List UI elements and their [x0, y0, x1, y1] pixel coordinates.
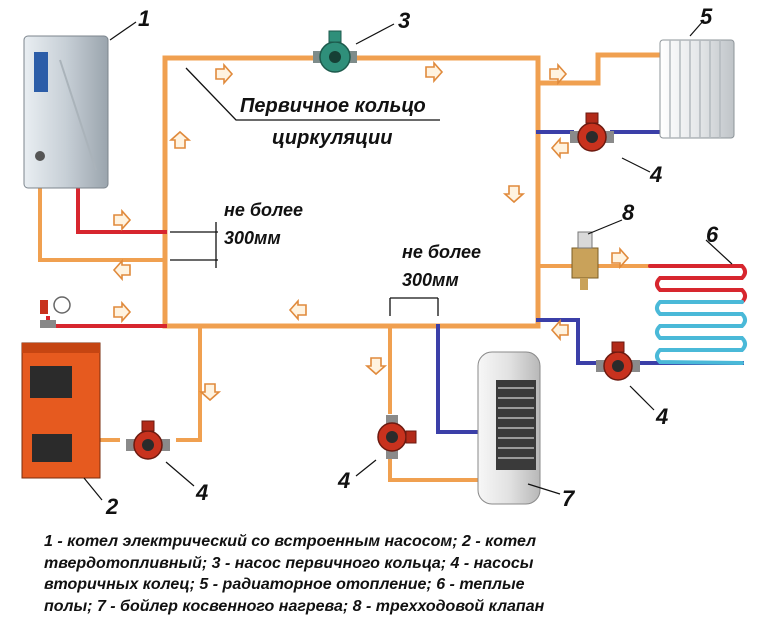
radiator-supply-pipe [535, 52, 665, 86]
callout-number-1: 1 [138, 6, 150, 31]
primary-pump-icon [313, 30, 357, 73]
underfloor-heating-icon [648, 264, 747, 365]
callout-number-4-solid-boiler: 4 [195, 480, 208, 505]
limit-right-label-line2: 300мм [402, 270, 459, 290]
pressure-gauge-icon [40, 296, 71, 314]
tank-supply-pipe [388, 324, 480, 482]
callout-number-5: 5 [700, 4, 713, 29]
pump-icon [569, 112, 615, 152]
pipes [38, 52, 744, 482]
legend-line: твердотопливный; 3 - насос первичного ко… [44, 554, 534, 572]
callout-number-4-underfloor: 4 [655, 404, 668, 429]
legend-line: полы; 7 - бойлер косвенного нагрева; 8 -… [44, 597, 545, 615]
legend-caption: 1 - котел электрический со встроенным на… [44, 531, 734, 617]
legend-line: 1 - котел электрический со встроенным на… [44, 533, 537, 550]
pump-icon [595, 341, 641, 381]
limit-left-label-line2: 300мм [224, 228, 281, 248]
primary-ring-label-line1: Первичное кольцо [240, 95, 426, 117]
three-way-valve-icon [571, 231, 599, 290]
solid-boiler-return-pipe [96, 324, 202, 442]
electric-boiler-icon [23, 35, 109, 189]
primary-ring-label-line2: циркуляции [272, 127, 392, 149]
radiator-icon [659, 39, 735, 139]
tank-return-pipe [436, 324, 480, 434]
callout-number-8: 8 [622, 200, 635, 225]
callout-number-6: 6 [706, 222, 719, 247]
distance-markers [170, 67, 440, 316]
pump-icon [125, 420, 171, 460]
electric-boiler-supply-pipe [76, 186, 167, 234]
callout-number-2: 2 [105, 494, 119, 519]
callout-number-4-radiator: 4 [649, 162, 662, 187]
limit-left-label-line1: не более [224, 200, 303, 220]
callout-number-7: 7 [562, 486, 576, 511]
electric-boiler-return-pipe [38, 186, 167, 262]
callout-leaders [83, 19, 733, 501]
callout-number-4-tank: 4 [337, 468, 350, 493]
callout-number-3: 3 [398, 8, 410, 33]
solid-fuel-boiler-icon [21, 320, 101, 479]
solid-boiler-supply-pipe [46, 316, 167, 328]
legend-line: вторичных колец; 5 - радиаторное отоплен… [44, 576, 525, 593]
limit-right-label-line1: не более [402, 242, 481, 262]
pump-icon [377, 414, 417, 460]
indirect-water-heater-icon [477, 351, 541, 505]
